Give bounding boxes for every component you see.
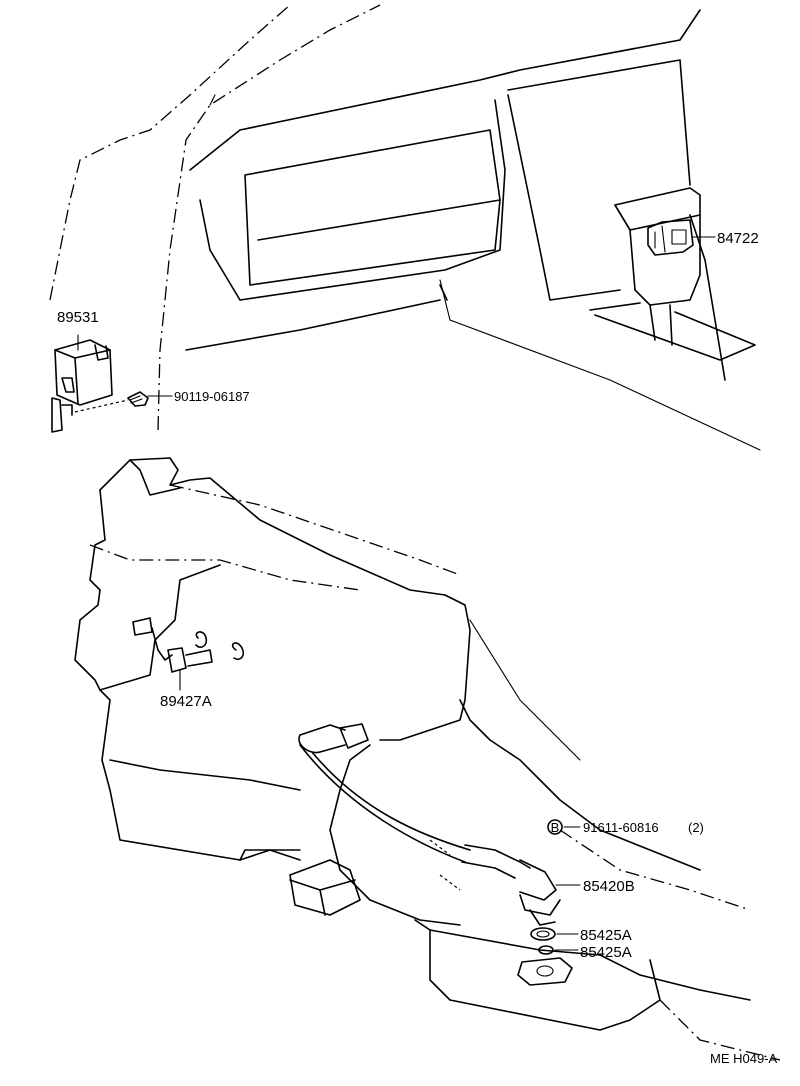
transmission-outline: [74, 457, 781, 1061]
cable-85420B: [298, 723, 581, 926]
bolt-marker: B: [547, 819, 581, 835]
part-label-90119-06187: 90119-06187: [174, 389, 250, 404]
dashboard-outline: [49, 4, 761, 451]
part-label-89531: 89531: [57, 309, 99, 326]
flange-plate: [517, 957, 573, 986]
switch-84722: [647, 219, 716, 256]
shift-console: [589, 187, 756, 361]
relay-89531: [51, 334, 113, 433]
part-label-qty: (2): [688, 820, 704, 835]
part-label-84722: 84722: [717, 230, 759, 247]
part-label-85420B: 85420B: [583, 878, 635, 895]
part-label-89427A: 89427A: [160, 693, 212, 710]
part-label-85425A-lower: 85425A: [580, 944, 632, 961]
screw-90119-06187: [74, 391, 173, 413]
part-label-85425A-upper: 85425A: [580, 927, 632, 944]
sensor-89427A: [132, 617, 245, 691]
bolt-marker-letter: B: [551, 820, 560, 835]
seal-85425A-upper: [530, 927, 579, 941]
diagram-code: ME H049-A: [710, 1051, 778, 1066]
seal-85425A-lower: [538, 945, 579, 955]
part-label-91611-60816: 91611-60816: [583, 820, 659, 835]
